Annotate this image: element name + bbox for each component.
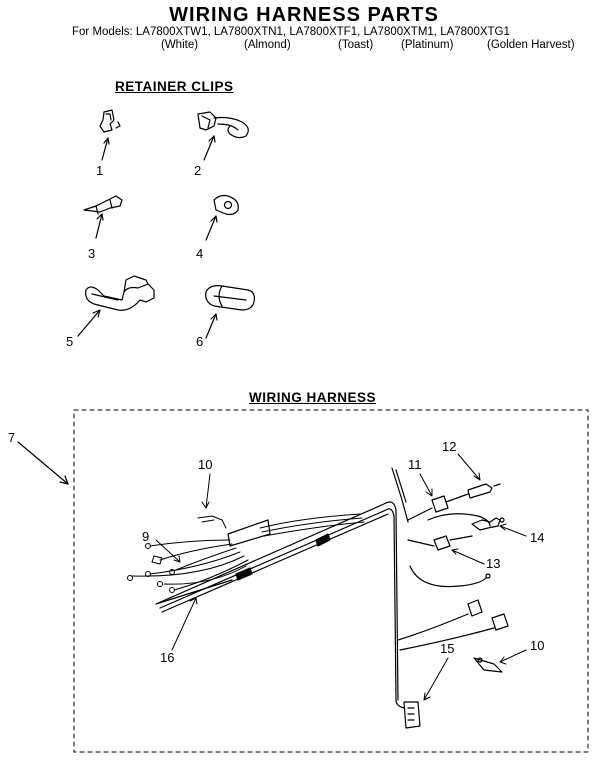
callout-11: 11 xyxy=(408,457,422,472)
page-title: WIRING HARNESS PARTS xyxy=(169,4,439,26)
callout-15: 15 xyxy=(440,641,454,656)
harness-border xyxy=(73,409,589,753)
wiring-harness-heading: WIRING HARNESS xyxy=(249,390,377,405)
wire-16 xyxy=(155,579,233,605)
retainer-clip-1 xyxy=(99,109,121,161)
leader-7 xyxy=(17,441,69,485)
models-line: For Models: LA7800XTW1, LA7800XTN1, LA78… xyxy=(72,26,510,38)
callout-14: 14 xyxy=(530,530,544,545)
callout-1: 1 xyxy=(96,163,103,178)
lower-connectors xyxy=(397,599,509,673)
callout-16: 16 xyxy=(160,650,174,665)
color-platinum: (Platinum) xyxy=(401,39,454,51)
retainer-clip-3 xyxy=(83,195,123,239)
harness-bundle xyxy=(155,501,399,701)
callout-4: 4 xyxy=(196,246,203,261)
callout-10-top: 10 xyxy=(198,457,212,472)
connector-15 xyxy=(395,699,421,729)
callout-3: 3 xyxy=(88,246,95,261)
callout-12: 12 xyxy=(442,439,456,454)
callout-13: 13 xyxy=(486,556,500,571)
callout-6: 6 xyxy=(196,334,203,349)
callout-2: 2 xyxy=(194,163,201,178)
leader-lines xyxy=(155,453,527,701)
retainer-clip-6 xyxy=(205,285,255,339)
connector-group-13-14 xyxy=(407,513,505,588)
retainer-clip-4 xyxy=(205,194,239,241)
left-wire-fan xyxy=(127,513,365,593)
callout-9: 9 xyxy=(142,529,149,544)
retainer-clips-heading: RETAINER CLIPS xyxy=(115,79,234,94)
color-white: (White) xyxy=(161,39,199,51)
callout-10-bottom: 10 xyxy=(530,638,544,653)
color-golden-harvest: (Golden Harvest) xyxy=(487,39,575,51)
callout-7: 7 xyxy=(8,430,15,445)
retainer-clip-2 xyxy=(197,111,249,161)
connector-group-11-12 xyxy=(391,467,501,523)
color-toast: (Toast) xyxy=(338,39,374,51)
retainer-clip-5 xyxy=(77,275,155,337)
callout-5: 5 xyxy=(66,334,73,349)
color-almond: (Almond) xyxy=(244,39,291,51)
